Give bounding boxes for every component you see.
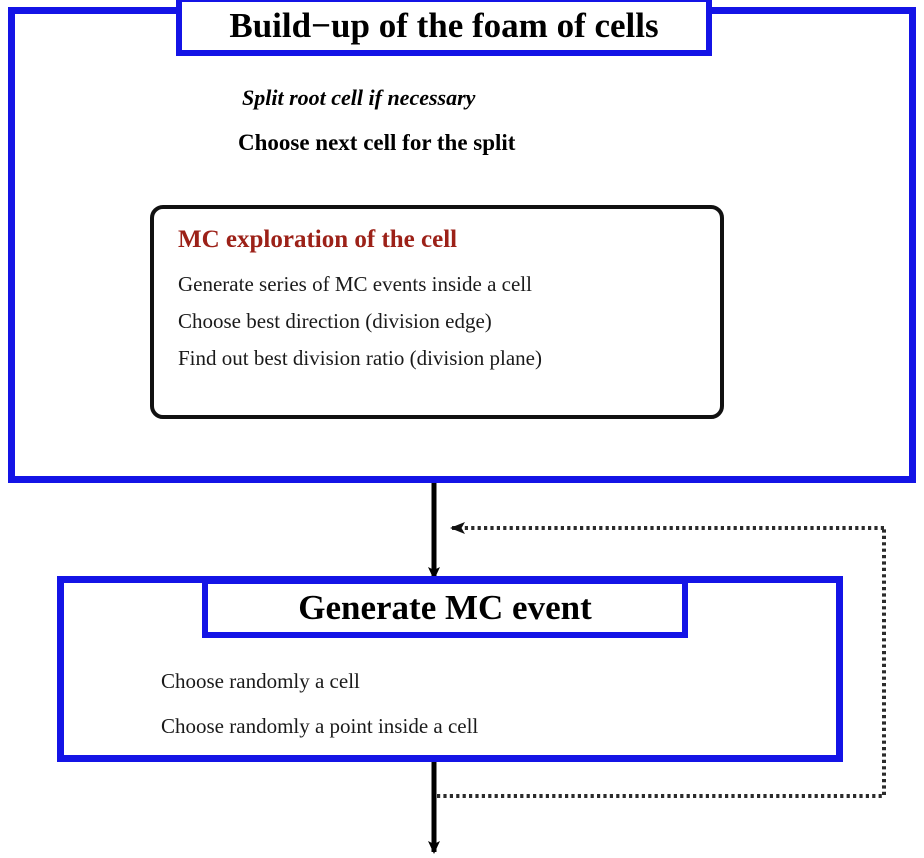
mc-exploration-heading: MC exploration of the cell: [178, 226, 458, 253]
mc-step-item: Choose best direction (division edge): [178, 309, 492, 333]
title-box-generate-mc-event: Generate MC event: [202, 578, 688, 638]
note-split-root-cell: Split root cell if necessary: [242, 85, 476, 110]
generate-step-item: Choose randomly a point inside a cell: [161, 714, 479, 738]
generate-step-item: Choose randomly a cell: [161, 669, 360, 693]
mc-step-item: Generate series of MC events inside a ce…: [178, 272, 532, 296]
page-title: Build−up of the foam of cells: [229, 6, 659, 45]
connector-generate-loop-back: [437, 522, 886, 798]
mc-step-item: Find out best division ratio (division p…: [178, 346, 542, 370]
step-choose-next-cell: Choose next cell for the split: [238, 130, 516, 155]
box-mc-exploration: MC exploration of the cell Generate seri…: [150, 205, 724, 419]
title-box-build-up: Build−up of the foam of cells: [176, 0, 712, 56]
section-title: Generate MC event: [298, 588, 592, 627]
